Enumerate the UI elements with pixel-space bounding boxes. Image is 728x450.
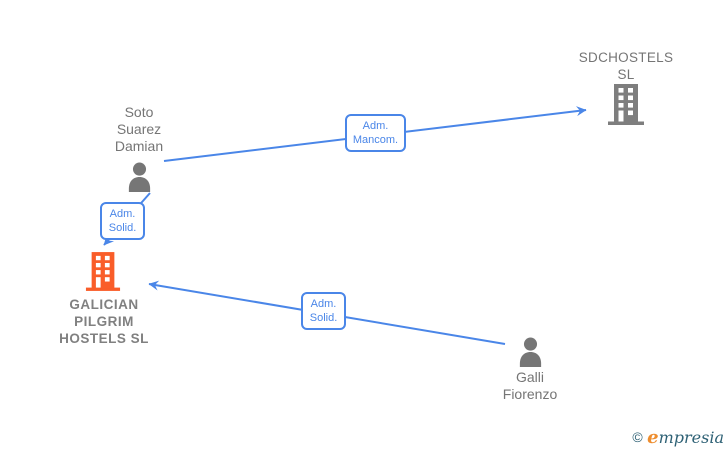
edge-label-line: Solid. — [108, 222, 137, 234]
node-label-line: HOSTELS SL — [59, 331, 149, 346]
building-icon[interactable] — [607, 84, 645, 125]
person-icon[interactable] — [517, 336, 544, 367]
node-label-galli-fiorenzo[interactable]: Galli Fiorenzo — [470, 369, 590, 403]
edge-label-line: Adm. — [362, 120, 389, 132]
node-label-line: PILGRIM — [74, 314, 134, 329]
node-label-line: Galli — [515, 369, 544, 385]
brand-wordmark: empresia — [647, 427, 724, 448]
node-label-sdchostels-sl[interactable]: SDCHOSTELS SL — [566, 49, 686, 83]
edge-label-adm-mancom: Adm. Mancom. — [345, 114, 406, 152]
node-label-line: Fiorenzo — [502, 386, 558, 402]
empresia-logo[interactable]: © empresia — [632, 427, 724, 448]
node-label-line: SL — [617, 67, 635, 82]
node-label-line: Suarez — [116, 121, 162, 137]
brand-rest: mpresia — [658, 428, 724, 447]
building-icon-highlighted[interactable] — [85, 252, 121, 291]
edge-label-adm-solid: Adm. Solid. — [301, 292, 346, 330]
edge-label-adm-solid: Adm. Solid. — [100, 202, 145, 240]
node-label-line: SDCHOSTELS — [578, 50, 674, 65]
brand-initial: e — [647, 427, 659, 448]
node-label-soto-suarez-damian[interactable]: Soto Suarez Damian — [79, 104, 199, 155]
node-label-galician-pilgrim-hostels-sl[interactable]: GALICIAN PILGRIM HOSTELS SL — [29, 296, 179, 347]
edge-label-line: Adm. — [310, 298, 337, 310]
node-label-line: Damian — [114, 138, 164, 154]
edge-label-line: Mancom. — [352, 134, 399, 146]
person-icon[interactable] — [126, 161, 153, 192]
node-label-line: GALICIAN — [69, 297, 139, 312]
copyright-symbol: © — [632, 429, 643, 445]
node-label-line: Soto — [124, 104, 154, 120]
edge-label-line: Solid. — [309, 312, 338, 324]
edge-label-line: Adm. — [109, 208, 136, 220]
